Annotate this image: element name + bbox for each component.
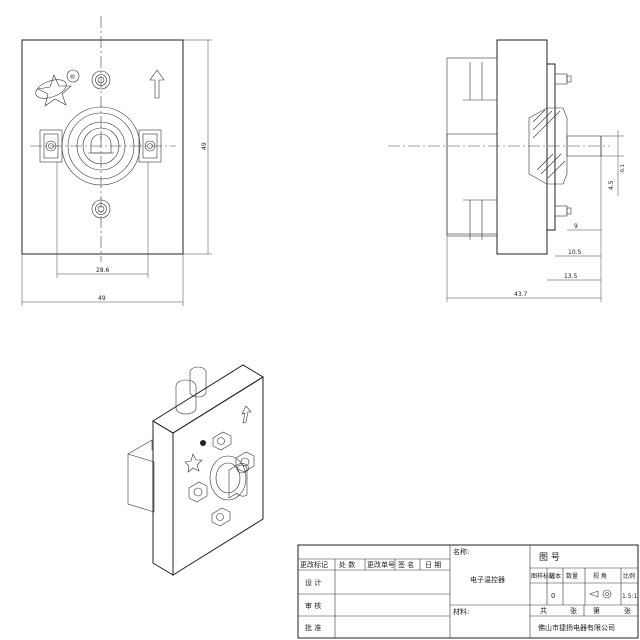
- title-block: [297, 544, 639, 639]
- dim-shaft-label: 4.5: [608, 180, 615, 190]
- tb-date: 日 期: [425, 561, 441, 569]
- tb-company: 佛山市捷扬电器有限公司: [538, 623, 615, 632]
- tb-drawing-no-label: 图 号: [539, 552, 560, 563]
- tb-change-mark: 更改标记: [300, 560, 328, 569]
- logo-star-icon: [35, 74, 72, 107]
- isometric-view: [127, 364, 264, 576]
- dim-c-label: 13.5: [564, 273, 578, 280]
- iso-screw-left: [188, 481, 208, 503]
- tb-sheet-of: 张: [570, 606, 577, 615]
- side-hatching: [532, 109, 566, 179]
- iso-logo-star-icon: [184, 453, 203, 473]
- tb-qty: 数量: [566, 572, 578, 580]
- tb-signature: 签 名: [398, 560, 414, 569]
- iso-screw-top: [212, 431, 232, 451]
- iso-rear-body: [127, 453, 155, 513]
- side-screw-bottom: [554, 205, 572, 217]
- dim-pitch-label: 28.6: [96, 267, 110, 274]
- tb-name-value: 电子温控器: [470, 575, 505, 584]
- iso-plate-front: [172, 376, 264, 576]
- dim-overall-label: 43.7: [514, 291, 528, 298]
- tb-change-doc: 更改单号: [367, 560, 395, 569]
- dim-height-label: 49: [201, 142, 208, 150]
- tb-scale-value: 1.5:1: [622, 593, 638, 600]
- side-pins: [463, 62, 497, 240]
- side-screw-top: [554, 73, 572, 85]
- bottom-screw: [91, 199, 111, 219]
- front-dimensions: [21, 39, 212, 306]
- tb-sheet-no-unit: 张: [624, 606, 631, 615]
- iso-rear-post: [175, 379, 197, 415]
- left-terminal: [39, 129, 63, 163]
- tb-stage-mark: 图样标记: [531, 572, 555, 580]
- side-view: 43.7 9 10.5 13.5 4.5 -0.1: [388, 39, 626, 302]
- iso-plate-side: [152, 420, 174, 576]
- tb-version: 版本: [549, 572, 561, 580]
- tb-approve: 批 准: [305, 623, 321, 632]
- arrow-up-icon: [149, 69, 165, 99]
- registered-mark-icon: [66, 69, 80, 83]
- front-plate-outline: [21, 39, 184, 255]
- right-terminal: [138, 129, 162, 163]
- iso-screw-right: [235, 451, 255, 473]
- side-rear-body: [446, 57, 498, 237]
- side-dimensions: [446, 130, 624, 302]
- tb-design: 设 计: [305, 578, 321, 587]
- iso-screw-bottom: [211, 507, 231, 527]
- tb-quantity: 处 数: [339, 560, 355, 569]
- tb-name-label: 名称:: [453, 547, 469, 556]
- front-view: ®: [21, 16, 212, 306]
- tb-view: 视 角: [593, 572, 607, 580]
- top-screw: [91, 70, 111, 90]
- tb-qty-value: 0: [551, 592, 555, 600]
- side-rear-lower: [446, 133, 498, 235]
- side-front-face: [546, 63, 556, 231]
- tb-sheet-total: 共: [540, 606, 547, 615]
- projection-symbol-icon: [589, 589, 612, 599]
- dim-a-label: 9: [574, 223, 578, 230]
- tb-material-label: 材料:: [453, 607, 469, 616]
- side-boss: [528, 107, 568, 185]
- iso-knob-shaft: [209, 455, 249, 501]
- tb-scale-label: 比例: [623, 572, 635, 580]
- dim-b-label: 10.5: [568, 249, 582, 256]
- side-housing: [496, 39, 548, 255]
- tb-review: 审 核: [305, 601, 321, 610]
- tb-sheet-no: 第: [593, 606, 600, 615]
- iso-plate-top: [152, 364, 264, 434]
- dim-width-label: 49: [98, 295, 106, 302]
- registered-mark-text: ®: [70, 74, 76, 81]
- iso-arrow-up-icon: [241, 405, 252, 424]
- iso-indicator-dot: [200, 440, 206, 446]
- dim-shaft-tolerance: -0.1: [620, 164, 626, 174]
